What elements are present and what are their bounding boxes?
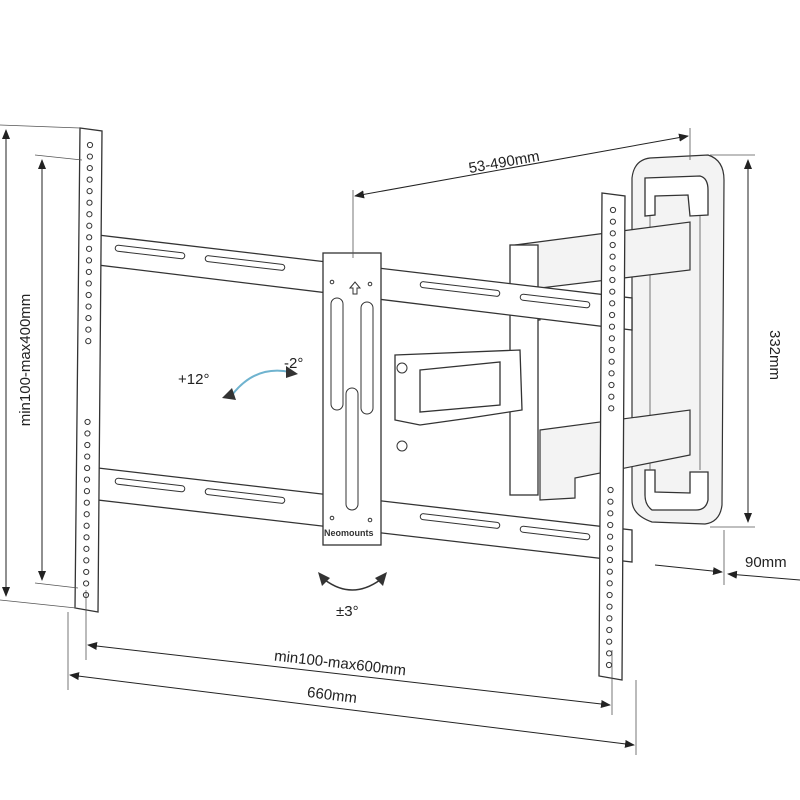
brand-logo: Neomounts xyxy=(324,528,374,538)
mounting-hole xyxy=(609,300,616,307)
mounting-hole xyxy=(85,303,92,310)
mounting-hole xyxy=(608,358,615,365)
mounting-hole xyxy=(86,141,94,149)
tilt-up-label: +12° xyxy=(178,371,209,388)
left-vertical-rail xyxy=(74,127,103,613)
rotate-arrow-icon xyxy=(375,572,387,586)
dimension-total-width: 660mm xyxy=(67,612,637,755)
mounting-hole xyxy=(607,486,614,494)
mounting-hole xyxy=(606,556,614,564)
mounting-hole xyxy=(609,230,616,237)
rotation-label: ±3° xyxy=(336,603,359,620)
mounting-hole xyxy=(85,291,92,299)
mounting-hole xyxy=(83,545,90,552)
up-arrow-icon xyxy=(348,281,362,295)
mounting-hole xyxy=(607,533,614,540)
mounting-hole xyxy=(83,522,90,529)
mounting-hole xyxy=(85,268,92,276)
dimension-vesa-vertical: min100-max400mm xyxy=(0,124,83,609)
mounting-hole xyxy=(86,188,93,195)
mounting-hole xyxy=(85,326,92,333)
mounting-hole xyxy=(83,534,90,541)
mounting-hole xyxy=(84,430,91,437)
mounting-hole xyxy=(86,199,93,206)
mounting-hole xyxy=(83,580,90,587)
mounting-hole xyxy=(83,499,90,506)
mounting-hole xyxy=(607,498,614,505)
mounting-hole xyxy=(609,265,616,272)
mounting-hole xyxy=(608,370,615,377)
mounting-hole xyxy=(606,591,613,599)
mounting-hole xyxy=(83,476,91,483)
mounting-hole xyxy=(84,453,91,460)
mounting-hole xyxy=(608,393,615,400)
dimension-depth: 90mm xyxy=(654,530,800,585)
mounting-hole xyxy=(608,346,615,354)
mounting-hole xyxy=(606,568,613,575)
mounting-hole xyxy=(609,218,616,225)
mounting-hole xyxy=(609,206,617,214)
mounting-hole xyxy=(83,488,91,495)
mounting-hole xyxy=(606,545,614,552)
mounting-hole xyxy=(83,568,90,576)
mounting-hole xyxy=(607,521,614,529)
mounting-hole xyxy=(608,311,616,319)
mounting-hole xyxy=(608,381,615,389)
right-vertical-rail xyxy=(598,192,626,681)
vesa-horizontal-label: min100-max600mm xyxy=(273,648,407,680)
rotate-arrow-icon xyxy=(318,572,330,586)
center-plate: Neomounts xyxy=(322,252,382,546)
depth-label: 90mm xyxy=(745,554,787,571)
mounting-hole xyxy=(606,580,613,587)
mounting-hole xyxy=(85,245,93,252)
mounting-hole xyxy=(609,253,616,260)
wall-plate xyxy=(631,154,725,525)
vesa-vertical-label: min100-max400mm xyxy=(17,294,34,427)
tilt-down-label: -2° xyxy=(284,355,303,372)
mounting-hole xyxy=(86,211,93,218)
mounting-hole xyxy=(86,164,93,172)
mounting-hole xyxy=(86,222,93,229)
tilt-arrow-icon xyxy=(222,388,236,400)
mounting-hole xyxy=(608,405,615,412)
mounting-hole xyxy=(606,638,613,645)
mounting-hole xyxy=(83,557,90,564)
tilt-indicator: +12° -2° xyxy=(178,355,303,400)
mounting-hole xyxy=(606,650,613,657)
mounting-hole xyxy=(84,441,91,449)
mounting-hole xyxy=(85,257,93,264)
mounting-hole xyxy=(607,510,614,517)
dimension-plate-height: 332mm xyxy=(710,154,783,528)
mounting-hole xyxy=(608,323,616,330)
plate-height-label: 332mm xyxy=(766,330,783,380)
mounting-hole xyxy=(606,603,613,610)
mounting-hole xyxy=(606,626,613,634)
mounting-hole xyxy=(609,288,616,295)
mounting-hole xyxy=(85,280,92,287)
mounting-hole xyxy=(606,615,613,622)
mounting-hole xyxy=(86,153,93,160)
tilt-arrow-icon xyxy=(286,366,298,378)
mounting-hole xyxy=(84,418,91,426)
arm-extension-label: 53-490mm xyxy=(467,148,541,177)
mounting-hole xyxy=(86,176,93,183)
mounting-hole xyxy=(83,511,90,518)
mounting-hole xyxy=(85,314,92,322)
mounting-hole xyxy=(605,661,613,669)
mounting-hole xyxy=(84,464,91,472)
mounting-hole xyxy=(608,335,615,342)
mounting-hole xyxy=(609,276,616,284)
total-width-label: 660mm xyxy=(306,684,358,707)
mounting-hole xyxy=(609,241,616,249)
mounting-hole xyxy=(85,338,92,345)
rotation-indicator: ±3° xyxy=(318,572,387,620)
mounting-hole xyxy=(86,234,93,241)
